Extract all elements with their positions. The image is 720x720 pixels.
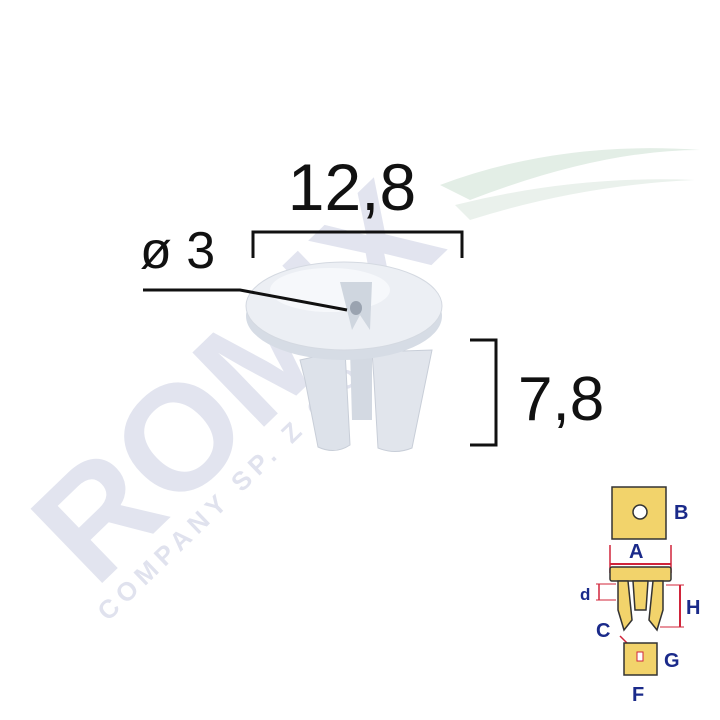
height-dimension: 7,8 <box>470 338 604 447</box>
legend-bottom-view-slot <box>636 651 644 662</box>
height-bracket <box>470 338 498 447</box>
legend-side-head <box>609 566 672 582</box>
width-dimension: 12,8 <box>251 150 464 258</box>
clip-left-leg <box>299 349 351 451</box>
watermark-swoosh <box>440 148 700 200</box>
diameter-dimension: ø 3 <box>140 222 348 312</box>
legend-label-h: H <box>686 597 700 619</box>
legend-label-g: G <box>664 650 680 672</box>
legend-label-d: d <box>580 585 590 604</box>
legend-label-c: C <box>596 620 610 642</box>
width-value: 12,8 <box>288 150 416 224</box>
legend-label-b: B <box>674 502 688 524</box>
legend-side-body <box>617 580 664 632</box>
watermark-swoosh-lower <box>455 179 695 220</box>
diameter-leader-line <box>143 288 348 312</box>
clip-hole-opening <box>350 301 362 315</box>
legend-top-view-hole <box>632 504 648 520</box>
clip-illustration <box>245 261 443 452</box>
legend-schematic: B A d H C G F <box>580 486 700 706</box>
legend-label-a: A <box>629 541 643 563</box>
height-value: 7,8 <box>518 365 604 434</box>
clip-center-stem <box>350 350 372 420</box>
width-bracket <box>251 230 464 258</box>
diameter-value: ø 3 <box>140 222 215 280</box>
clip-right-leg <box>371 349 433 452</box>
legend-label-f: F <box>632 684 644 706</box>
